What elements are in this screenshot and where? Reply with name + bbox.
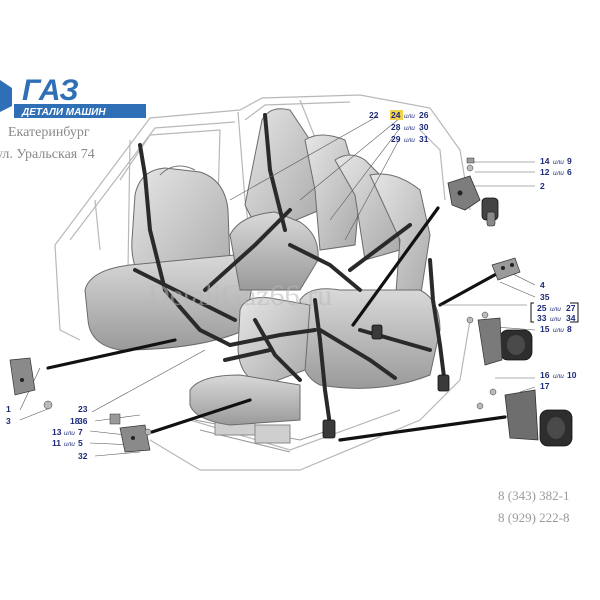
part-bracket-2 — [447, 175, 481, 211]
callout-13: 13 — [52, 427, 62, 437]
part-buckle-32 — [109, 413, 152, 453]
callout-14-or: или — [553, 159, 564, 166]
callout-26: 26 — [419, 110, 429, 120]
callout-2: 2 — [540, 181, 545, 191]
callout-22: 22 — [369, 110, 379, 120]
buckle-icon — [371, 324, 383, 340]
part-retractor-top — [481, 197, 499, 227]
middle-seat — [229, 108, 431, 306]
callout-12: 12 — [540, 167, 550, 177]
callout-11: 11 — [52, 438, 61, 448]
pointer-lines — [46, 206, 507, 442]
part-bolt-14 — [466, 157, 475, 172]
callout-14: 14 — [540, 156, 550, 166]
bracket-right — [570, 302, 579, 323]
watermark-address: ул. Уральская 74 — [0, 147, 95, 162]
bracket-left — [530, 302, 534, 323]
callout-28: 28 — [391, 122, 401, 132]
watermark-site: DetaliGaz66.ru — [148, 279, 332, 312]
callout-23: 23 — [78, 404, 88, 414]
logo-tagline-bar — [14, 104, 146, 118]
part-retractor-15 — [466, 311, 533, 366]
callout-24-highlight — [390, 110, 403, 120]
callout-25-or: или — [550, 306, 561, 313]
callout-29: 29 — [391, 134, 401, 144]
callout-25: 25 — [537, 303, 547, 313]
belt-buckles — [322, 324, 450, 439]
callout-27: 27 — [566, 303, 576, 313]
contact-phone-2: 8 (929) 222-8 — [498, 510, 570, 525]
callout-15-or: или — [553, 327, 564, 334]
callout-5: 5 — [78, 438, 83, 448]
callout-labels: 22 24 или 26 28 или 30 29 или 31 14 или … — [6, 110, 579, 461]
callout-4: 4 — [540, 280, 545, 290]
part-bracket-4 — [491, 257, 521, 281]
callout-35: 35 — [540, 292, 550, 302]
callout-29-or: или — [404, 137, 415, 144]
callout-24: 24 — [391, 110, 401, 120]
callout-33: 33 — [537, 313, 547, 323]
callout-32: 32 — [78, 451, 88, 461]
callout-6: 6 — [567, 167, 572, 177]
logo-brand: ГАЗ — [22, 74, 79, 107]
callout-15: 15 — [540, 324, 550, 334]
logo-tagline: ДЕТАЛИ МАШИН — [21, 107, 106, 118]
callout-30: 30 — [419, 122, 429, 132]
buckle-icon — [437, 374, 450, 392]
leader-lines — [19, 115, 536, 457]
front-left-seat — [84, 165, 253, 351]
callout-34: 34 — [566, 313, 576, 323]
seat-belts — [133, 113, 447, 427]
contact-phone-1: 8 (343) 382-1 — [498, 488, 570, 503]
watermark-city: Екатеринбург — [8, 125, 90, 140]
callout-10: 10 — [567, 370, 577, 380]
callout-7: 7 — [78, 427, 83, 437]
callout-16-or: или — [553, 373, 564, 380]
callout-13-or: или — [64, 430, 75, 437]
callout-8: 8 — [567, 324, 572, 334]
watermark: Екатеринбург ул. Уральская 74 DetaliGaz6… — [0, 125, 332, 312]
callout-17: 17 — [540, 381, 550, 391]
callout-18: 18 — [70, 416, 80, 426]
callout-31: 31 — [419, 134, 429, 144]
part-retractor-17 — [476, 388, 573, 447]
buckle-icon — [322, 419, 336, 439]
callout-3: 3 — [6, 416, 11, 426]
logo-emblem — [0, 80, 12, 112]
callout-28-or: или — [404, 125, 415, 132]
callout-36: 36 — [78, 416, 88, 426]
callout-1: 1 — [6, 404, 11, 414]
callout-16: 16 — [540, 370, 550, 380]
callout-24-or: или — [404, 113, 415, 120]
callout-9: 9 — [567, 156, 572, 166]
gaz-logo: ГАЗ ДЕТАЛИ МАШИН — [0, 74, 146, 118]
callout-12-or: или — [553, 170, 564, 177]
callout-11-or: или — [64, 441, 75, 448]
callout-33-or: или — [550, 316, 561, 323]
part-anchor-1 — [9, 357, 53, 410]
